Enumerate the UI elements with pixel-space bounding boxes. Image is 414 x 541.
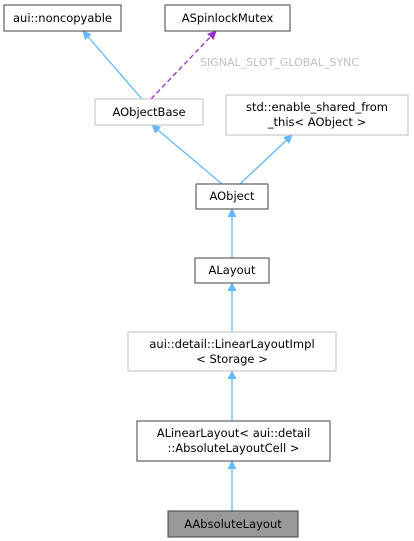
edge-aobject-to-objectbase xyxy=(151,124,223,185)
edge-aobject-to-enable-shared xyxy=(239,134,293,185)
node-label-line1: std::enable_shared_from xyxy=(246,100,388,114)
node-label: AObject xyxy=(209,189,255,203)
node-alinearlayout[interactable]: ALinearLayout< aui::detail ::AbsoluteLay… xyxy=(136,420,331,462)
node-label-line2: < Storage > xyxy=(196,352,268,366)
node-aabsolutelayout[interactable]: AAbsoluteLayout xyxy=(167,510,299,538)
node-aobjectbase[interactable]: AObjectBase xyxy=(94,98,204,126)
node-aobject[interactable]: AObject xyxy=(195,183,269,210)
node-label: aui::noncopyable xyxy=(13,11,112,25)
node-label-line1: aui::detail::LinearLayoutImpl xyxy=(149,337,314,351)
node-label: AAbsoluteLayout xyxy=(184,517,282,531)
edge-objectbase-to-noncopyable xyxy=(82,30,143,100)
node-aui-noncopyable[interactable]: aui::noncopyable xyxy=(3,4,122,32)
node-label-line2: ::AbsoluteLayoutCell > xyxy=(168,441,300,455)
node-label: AObjectBase xyxy=(112,105,185,119)
edge-label-sync: SIGNAL_SLOT_GLOBAL_SYNC xyxy=(200,56,359,69)
node-enable-shared-from-this[interactable]: std::enable_shared_from _this< AObject > xyxy=(225,94,409,136)
node-label: ALayout xyxy=(209,263,256,277)
node-label-line1: ALinearLayout< aui::detail xyxy=(157,426,311,440)
node-label: ASpinlockMutex xyxy=(182,11,274,25)
node-aspinlockmutex[interactable]: ASpinlockMutex xyxy=(164,4,291,32)
node-linearlayoutimpl[interactable]: aui::detail::LinearLayoutImpl < Storage … xyxy=(127,331,337,372)
edges: SIGNAL_SLOT_GLOBAL_SYNC xyxy=(82,30,359,511)
node-label-line2: _this< AObject > xyxy=(267,115,366,129)
node-alayout[interactable]: ALayout xyxy=(194,257,270,284)
